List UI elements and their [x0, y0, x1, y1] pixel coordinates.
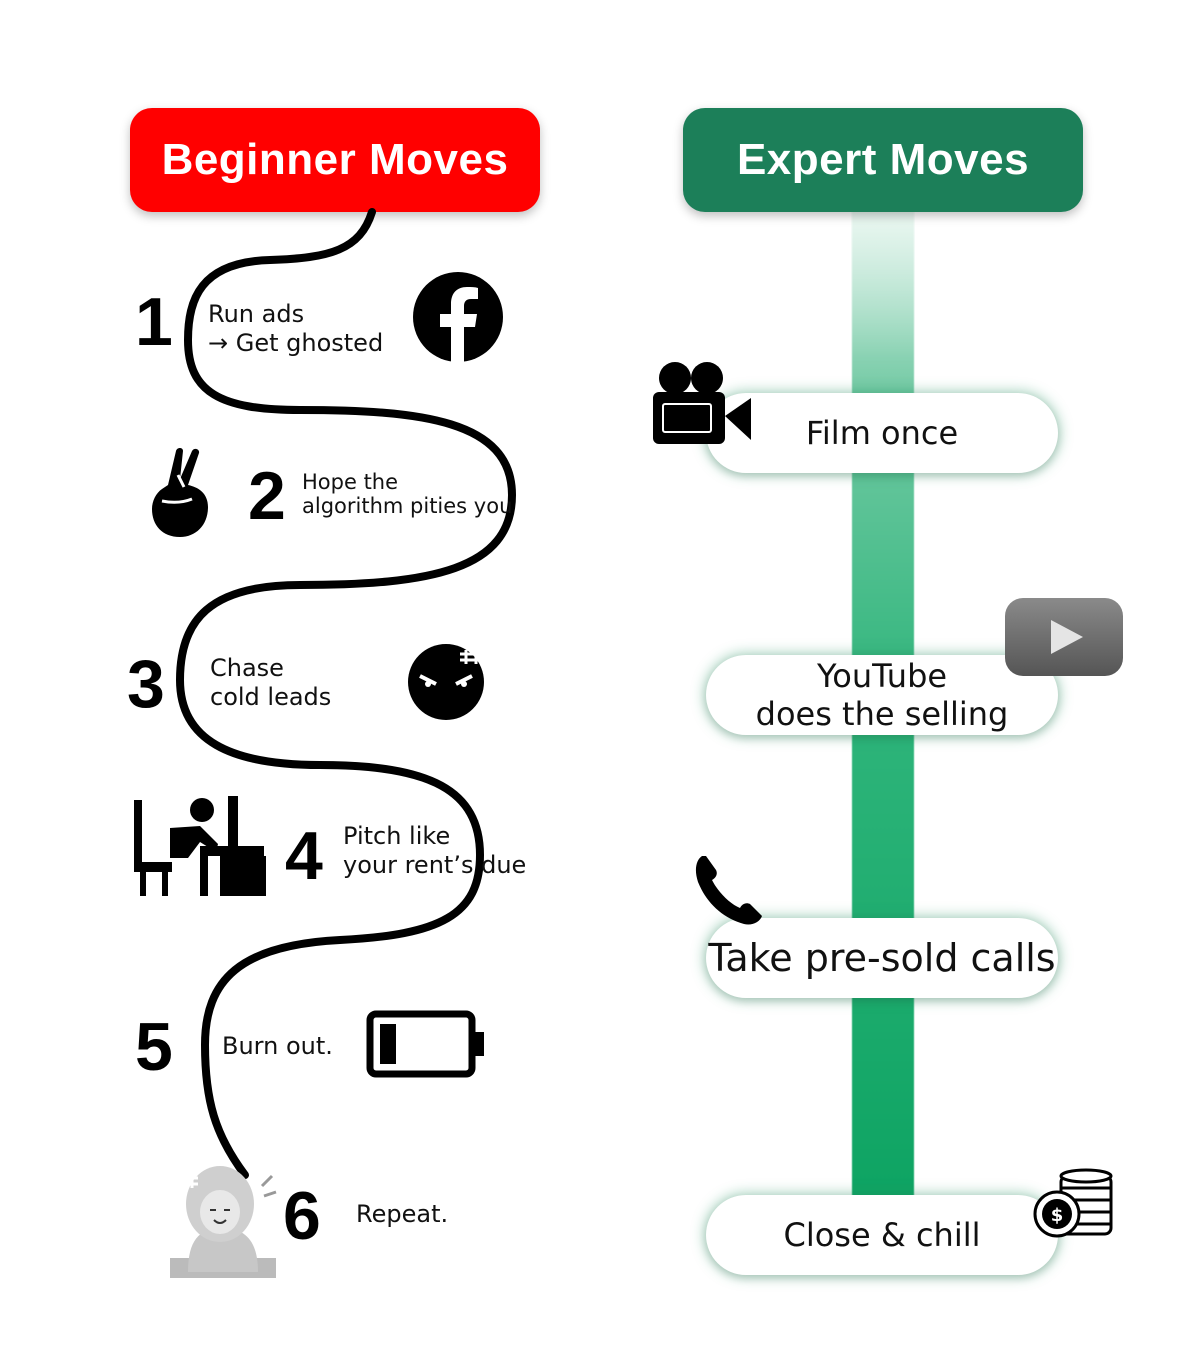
video-camera-icon: [653, 362, 751, 444]
step-3-line2: cold leads: [210, 683, 332, 711]
step-4-line1: Pitch like: [343, 822, 451, 850]
step-1-number: 1: [135, 284, 173, 360]
expert-step-1-label: Film once: [805, 414, 959, 452]
low-battery-icon: [366, 1010, 484, 1078]
expert-step-2: YouTube does the selling: [706, 655, 1058, 735]
step-5-label: Burn out.: [222, 1032, 333, 1060]
step-1-line2: → Get ghosted: [208, 329, 384, 357]
step-1-line1: Run ads: [208, 300, 305, 328]
svg-text:$: $: [1051, 1205, 1064, 1226]
step-2-number: 2: [248, 458, 286, 534]
step-5-number: 5: [135, 1009, 173, 1085]
expert-step-1: Film once: [706, 393, 1058, 473]
step-2-line2: algorithm pities you: [302, 494, 513, 518]
step-6-number: 6: [283, 1178, 321, 1254]
stressed-person-icon: [170, 1166, 277, 1278]
step-3-line1: Chase: [210, 654, 284, 682]
beginner-title: Beginner Moves: [161, 135, 509, 184]
step-3-label: Chase cold leads: [210, 654, 331, 712]
expert-step-2-line1: YouTube: [816, 657, 948, 695]
youtube-icon: [1005, 598, 1123, 676]
expert-timeline-fade: [852, 210, 914, 390]
step-6-label: Repeat.: [356, 1200, 449, 1228]
step-3-number: 3: [127, 646, 165, 722]
step-4-line2: your rent’s due: [343, 851, 527, 879]
expert-step-3: Take pre-sold calls: [706, 918, 1058, 998]
step-2-label: Hope the algorithm pities you: [302, 470, 512, 518]
step-4-label: Pitch like your rent’s due: [343, 822, 526, 880]
expert-step-3-label: Take pre-sold calls: [708, 936, 1056, 980]
crossed-fingers-icon: [152, 448, 208, 537]
expert-step-4: Close & chill: [706, 1195, 1058, 1275]
desk-worker-icon: [134, 796, 266, 896]
expert-header: Expert Moves: [683, 108, 1083, 212]
facebook-icon: [413, 272, 503, 363]
expert-step-4-label: Close & chill: [783, 1216, 981, 1254]
step-4-number: 4: [285, 818, 323, 894]
frustrated-face-icon: [408, 644, 484, 720]
step-1-label: Run ads → Get ghosted: [208, 300, 383, 358]
beginner-header: Beginner Moves: [130, 108, 540, 212]
expert-step-2-line2: does the selling: [755, 695, 1009, 733]
phone-icon: [695, 856, 762, 925]
step-2-line1: Hope the: [302, 470, 399, 494]
expert-title: Expert Moves: [736, 135, 1030, 184]
coins-icon: $: [1033, 1168, 1113, 1238]
